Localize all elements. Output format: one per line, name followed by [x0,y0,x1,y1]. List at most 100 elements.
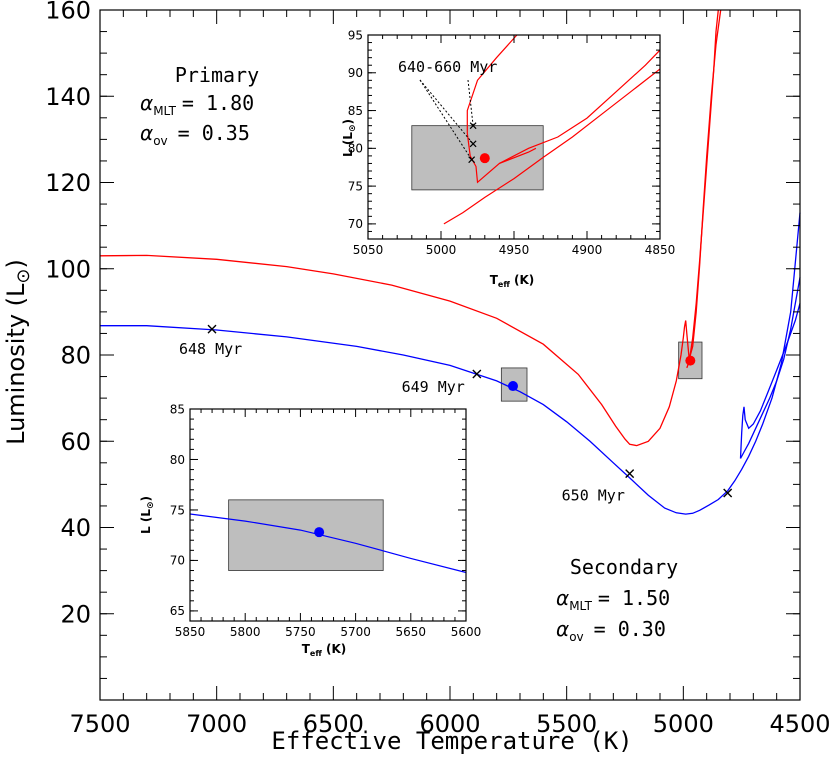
y-tick-label: 75 [170,503,185,517]
inset-primary-annotation: 640-660 Myr [398,58,497,76]
y-tick-label: 20 [60,600,91,628]
plot-frame [189,408,467,622]
primary-label: Primary αMLT= 1.80 αov= 0.35 [140,63,259,148]
age-marker [723,488,733,498]
plot-frame [367,34,661,240]
age-marker-label: 650 Myr [562,487,625,505]
y-tick-label: 100 [45,255,91,283]
y-tick-label: 120 [45,169,91,197]
x-tick-label: 5700 [340,625,371,639]
evolution-track [466,35,537,184]
secondary-title: Secondary [570,555,678,579]
star-position [314,527,325,538]
main-y-axis-label: Luminosity (L⊙) [2,259,34,445]
primary-mlt-sub: MLT [153,104,176,118]
x-tick-label: 4850 [645,243,676,257]
age-marker-label: 648 Myr [179,340,242,358]
inset-primary-x-label-main: T [490,273,499,287]
evolution-track [499,49,660,164]
y-tick-label: 85 [348,104,363,118]
inset-secondary-y-label-close: ) [139,496,153,501]
inset-primary-y-label: L (L⊙) [341,119,358,157]
evolution-track [739,303,801,459]
y-tick-label: 65 [170,604,185,618]
secondary-mlt-line: αMLT = 1.50 [556,586,670,613]
observation-box [228,499,384,571]
evolution-track [686,9,719,369]
x-tick-label: 5500 [536,710,597,738]
plot-frame [99,9,801,701]
y-tick-label: 40 [60,514,91,542]
primary-mlt-line: αMLT = 1.80 [140,91,254,118]
sun-symbol-icon: ⊙ [13,269,34,284]
secondary-mlt-value: = 1.50 [598,586,670,610]
x-tick-label: 4500 [769,710,830,738]
inset-secondary-x-label-main: T [302,642,311,656]
inset-primary-x-label: Teff (K) [490,273,535,289]
inset-primary-y-label-close: ) [341,119,355,124]
y-tick-label: 70 [170,554,185,568]
main-y-axis-label-text: Luminosity (L [2,283,30,445]
secondary-label: Secondary αMLT = 1.50 αov= 0.30 [556,555,678,644]
star-position [479,153,490,164]
x-tick-label: 7500 [69,710,130,738]
x-tick-label: 4950 [499,243,530,257]
primary-ov-line: αov = 0.35 [140,121,250,148]
evolution-track [100,212,801,515]
y-tick-label: 70 [348,217,363,231]
inset-primary-sun-icon: ⊙ [348,124,358,132]
secondary-ov-line: αov= 0.30 [556,617,666,644]
x-tick-label: 5800 [230,625,261,639]
star-position [685,355,696,366]
x-tick-label: 7000 [186,710,247,738]
primary-title: Primary [175,63,259,87]
main-plot-background [500,341,703,402]
inset-primary-x-label-sub: eff [498,280,510,289]
main-plot-axes: 7500 7000 6500 6000 5500 5000 4500 20 40 60 80 100 1… [45,0,830,738]
main-x-axis-label: Effective Temperature (K) [271,727,632,755]
primary-ov-sub: ov [153,134,167,148]
y-tick-label: 80 [60,342,91,370]
age-marker [207,324,217,334]
inset-secondary-y-label: L (L⊙) [139,496,156,534]
x-tick-label: 5850 [175,625,206,639]
main-y-axis-label-close: ) [2,259,30,268]
secondary-mlt-name: α [556,586,569,610]
evolution-track [189,513,467,574]
y-tick-label: 75 [348,179,363,193]
y-tick-label: 140 [45,83,91,111]
inset-primary-y-label-text: L (L [341,132,355,157]
x-tick-label: 5650 [396,625,427,639]
age-marker [468,156,476,164]
age-marker [472,369,482,379]
x-tick-label: 4900 [572,243,603,257]
primary-ov-value: = 0.35 [178,121,250,145]
y-tick-label: 95 [348,28,363,42]
primary-ov-name: α [140,121,153,145]
x-tick-label: 5000 [653,710,714,738]
y-tick-label: 80 [348,142,363,156]
x-tick-label: 5050 [353,243,384,257]
inset-secondary-y-label-text: L (L [139,509,153,534]
age-marker [469,122,477,130]
y-tick-label: 60 [60,428,91,456]
secondary-ov-value: = 0.30 [594,617,666,641]
inset-secondary-x-label: Teff (K) [302,642,347,658]
x-tick-label: 6000 [419,710,480,738]
inset-secondary-sun-icon: ⊙ [146,501,156,509]
primary-mlt-name: α [140,91,153,115]
y-tick-label: 80 [170,453,185,467]
x-tick-label: 6500 [303,710,364,738]
inset-secondary-x-label-sub: eff [310,649,322,658]
secondary-mlt-sub: MLT [569,599,592,613]
x-tick-label: 5000 [426,243,457,257]
age-marker [625,469,635,479]
x-tick-label: 5600 [451,625,482,639]
y-tick-label: 160 [45,0,91,25]
primary-mlt-value: = 1.80 [182,91,254,115]
y-tick-label: 85 [170,402,185,416]
inset-primary-x-label-unit: (K) [510,273,534,287]
